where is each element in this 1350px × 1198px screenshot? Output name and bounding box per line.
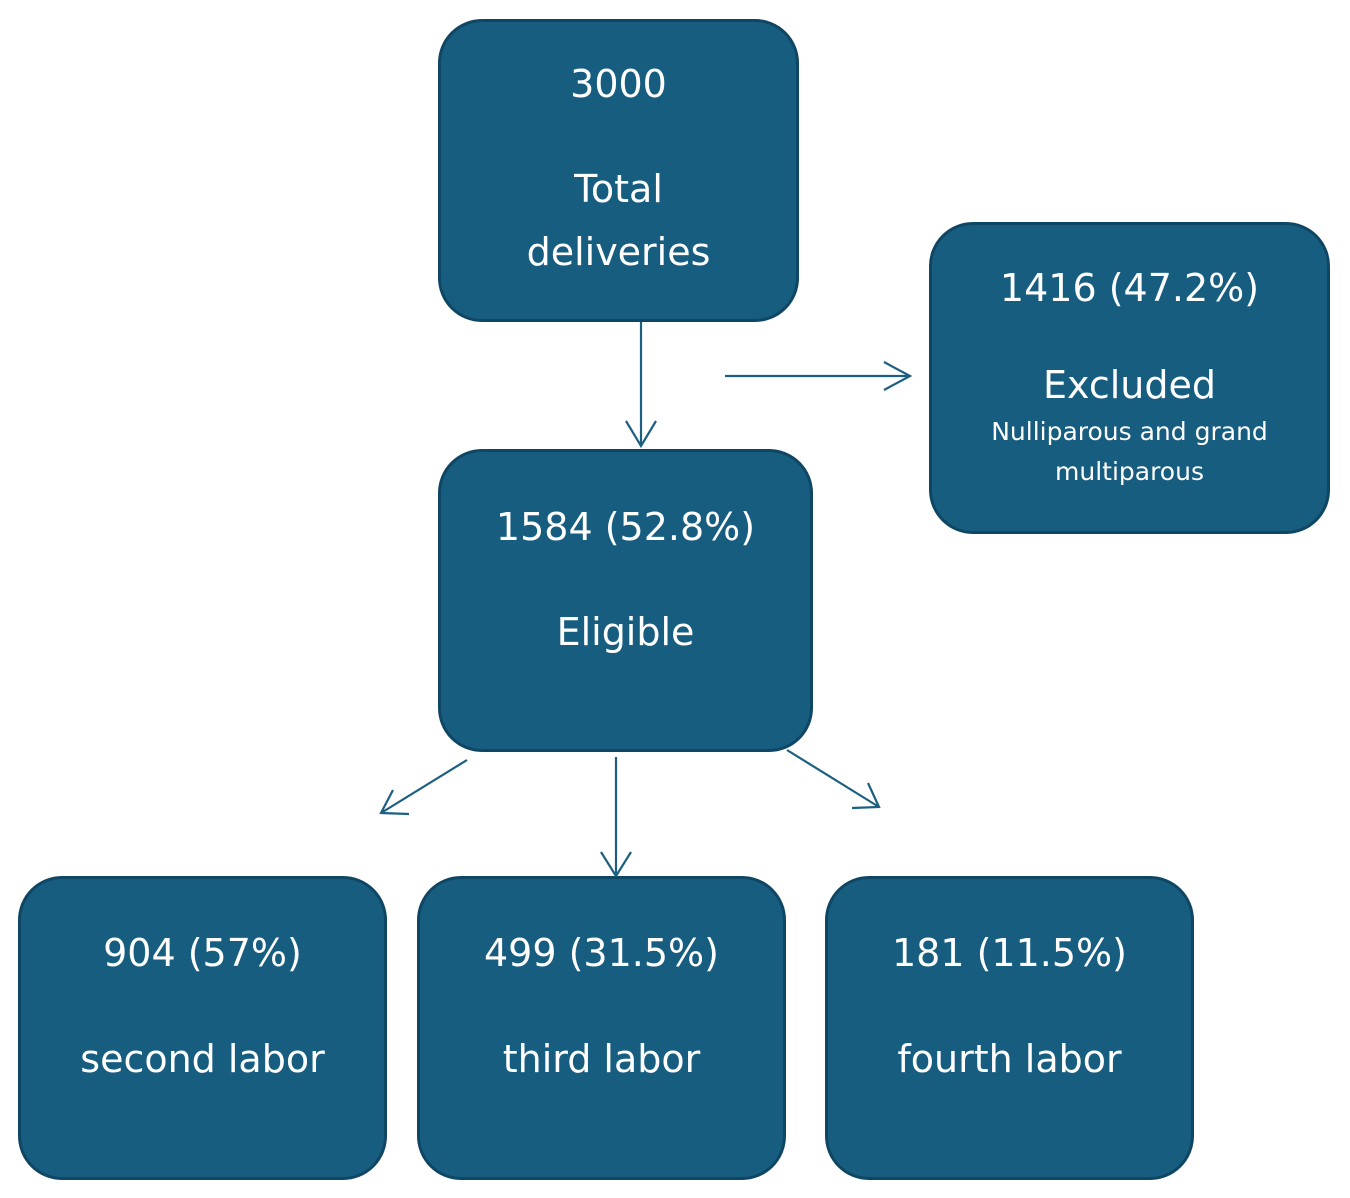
total-deliveries-box: 3000 Total deliveries <box>438 19 799 322</box>
arrow-eligible-to-third <box>600 757 632 879</box>
arrow-total-to-eligible <box>625 321 657 449</box>
second-labor-label: second labor <box>80 1037 325 1081</box>
eligible-label: Eligible <box>556 610 695 654</box>
eligible-box: 1584 (52.8%) Eligible <box>438 449 813 752</box>
arrow-to-excluded <box>725 361 913 391</box>
total-count: 3000 <box>570 62 667 106</box>
excluded-label: Excluded <box>1043 363 1216 407</box>
third-labor-count: 499 (31.5%) <box>484 931 719 975</box>
third-labor-box: 499 (31.5%) third labor <box>417 876 786 1180</box>
fourth-labor-count: 181 (11.5%) <box>892 931 1127 975</box>
fourth-labor-box: 181 (11.5%) fourth labor <box>825 876 1194 1180</box>
arrow-eligible-to-second <box>379 759 468 816</box>
second-labor-box: 904 (57%) second labor <box>18 876 387 1180</box>
excluded-note-line1: Nulliparous and grand <box>991 417 1268 446</box>
second-labor-count: 904 (57%) <box>103 931 302 975</box>
third-labor-label: third labor <box>502 1037 701 1081</box>
total-label-line2: deliveries <box>526 230 711 274</box>
excluded-note-line2: multiparous <box>1055 457 1204 486</box>
fourth-labor-label: fourth labor <box>897 1037 1122 1081</box>
excluded-box: 1416 (47.2%) Excluded Nulliparous and gr… <box>929 222 1330 534</box>
total-label-line1: Total <box>574 167 663 211</box>
eligible-count: 1584 (52.8%) <box>495 505 756 549</box>
arrow-eligible-to-fourth <box>786 749 881 810</box>
excluded-count: 1416 (47.2%) <box>999 266 1260 310</box>
